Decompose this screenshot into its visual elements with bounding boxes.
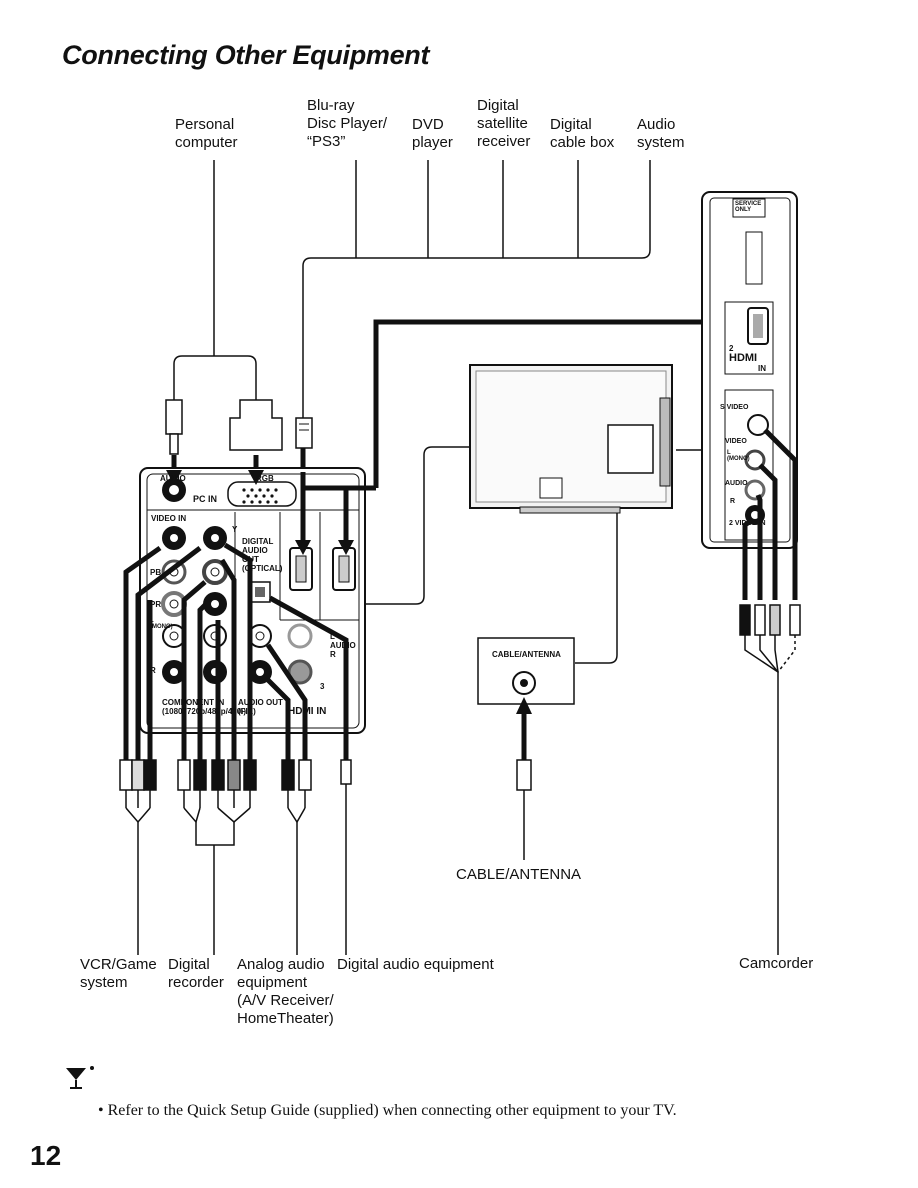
side-label-hdmi: HDMI bbox=[729, 352, 758, 364]
label-camcorder: Camcorder bbox=[739, 955, 814, 972]
label-satellite: Digital satellite receiver bbox=[477, 97, 531, 150]
label-cable-antenna: CABLE/ANTENNA bbox=[456, 866, 582, 883]
cable-antenna-box-label: CABLE/ANTENNA bbox=[492, 650, 561, 659]
label-digital-recorder: Digital recorder bbox=[168, 956, 224, 991]
label-dvd: DVD player bbox=[412, 116, 453, 151]
page-title: Connecting Other Equipment bbox=[62, 40, 430, 70]
label-bluray: Blu-ray Disc Player/ “PS3” bbox=[307, 97, 388, 150]
side-label-video: VIDEO bbox=[725, 438, 747, 445]
page-number: 12 bbox=[30, 1140, 62, 1171]
panel-label-video-in: VIDEO IN bbox=[151, 514, 187, 523]
panel-label-l-mono: L (MONO) bbox=[150, 618, 173, 630]
side-label-hdmi2: 2 bbox=[729, 344, 734, 353]
side-label-r: R bbox=[730, 498, 736, 505]
side-label-in: IN bbox=[758, 364, 766, 373]
panel-label-audio-out-fix: AUDIO OUT (FIX) bbox=[238, 698, 283, 716]
label-cable-box: Digital cable box bbox=[550, 116, 615, 151]
side-label-video-in-2: 2 VIDEO IN bbox=[729, 520, 766, 527]
tv-rear bbox=[469, 364, 673, 514]
side-label-audio: AUDIO bbox=[725, 480, 748, 487]
panel-label-hdmi-in: HDMI IN bbox=[288, 706, 327, 717]
side-label-s-video: S VIDEO bbox=[720, 404, 749, 411]
panel-label-component-in: COMPONENT IN (1080i/720p/480p/480i) bbox=[162, 698, 247, 716]
plug-icon bbox=[165, 399, 183, 455]
label-digital-audio: Digital audio equipment bbox=[337, 956, 494, 973]
panel-label-3: 3 bbox=[320, 682, 325, 691]
label-vcr: VCR/Game system bbox=[80, 956, 157, 991]
hdmi-plug-icon bbox=[295, 417, 313, 449]
side-label-service-only: SERVICE ONLY bbox=[735, 201, 762, 213]
panel-label-audio-lr: L AUDIO R bbox=[330, 632, 356, 659]
label-analog-audio: Analog audio equipment (A/V Receiver/ Ho… bbox=[237, 956, 334, 1027]
panel-label-pr: PR bbox=[150, 600, 162, 609]
note-text: • Refer to the Quick Setup Guide (suppli… bbox=[98, 1102, 677, 1119]
side-panel bbox=[701, 191, 798, 549]
panel-label-audio: AUDIO bbox=[160, 474, 186, 483]
note-icon bbox=[66, 1066, 94, 1089]
panel-label-r: R bbox=[150, 666, 156, 675]
coax-icon bbox=[512, 671, 536, 695]
side-label-l-mono: L (MONO) bbox=[727, 450, 750, 462]
hdmi-port-icon bbox=[289, 547, 356, 591]
panel-label-digital-audio-out: DIGITAL AUDIO OUT (OPTICAL) bbox=[242, 537, 283, 573]
rca-plugs bbox=[119, 759, 352, 791]
label-audio-system: Audio system bbox=[637, 116, 685, 151]
panel-label-pb: PB bbox=[150, 568, 162, 577]
vga-plug-icon bbox=[229, 399, 283, 451]
label-personal-computer: Personal computer bbox=[175, 116, 238, 151]
panel-label-rgb: RGB bbox=[256, 474, 274, 483]
panel-label-pc-in: PC IN bbox=[193, 494, 218, 504]
panel-label-y: Y bbox=[232, 525, 238, 534]
